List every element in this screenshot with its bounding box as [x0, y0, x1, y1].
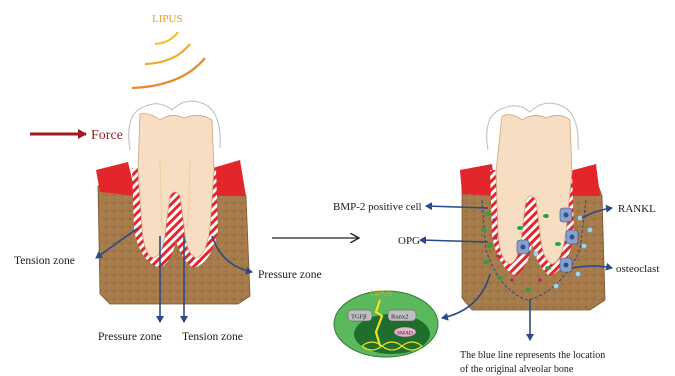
lipus-wave-2: [145, 44, 190, 64]
right-tooth-diagram: [460, 103, 605, 310]
lipus-emitter: LIPUS: [132, 13, 205, 88]
inset-lipus-label: LIPUS: [370, 289, 392, 298]
inset-smad-label: SMAD: [397, 331, 413, 337]
rankl-label: RANKL: [618, 203, 656, 215]
pressure-right-label: Pressure zone: [258, 269, 322, 281]
lipus-wave-1: [155, 32, 178, 44]
caption-line-1: The blue line represents the location: [460, 350, 605, 361]
lipus-wave-3: [132, 58, 205, 88]
caption-line-2: of the original alveolar bone: [460, 364, 574, 375]
force-indicator: Force: [30, 128, 123, 143]
bmp2-label: BMP-2 positive cell: [333, 201, 422, 213]
force-label: Force: [91, 128, 123, 143]
osteoclast-label: osteoclast: [616, 263, 659, 275]
lipus-label: LIPUS: [152, 13, 183, 25]
pressure-bottom-label: Pressure zone: [98, 331, 162, 343]
signaling-inset: LIPUS TGFβ Runx2 SMAD: [334, 289, 438, 357]
opg-label: OPG: [398, 235, 420, 247]
gingiva-left: [96, 162, 136, 196]
tension-left-label: Tension zone: [14, 255, 75, 267]
inset-tgf-label: TGFβ: [351, 314, 367, 321]
tension-bottom-label: Tension zone: [182, 331, 243, 343]
inset-runx2-label: Runx2: [391, 314, 408, 321]
